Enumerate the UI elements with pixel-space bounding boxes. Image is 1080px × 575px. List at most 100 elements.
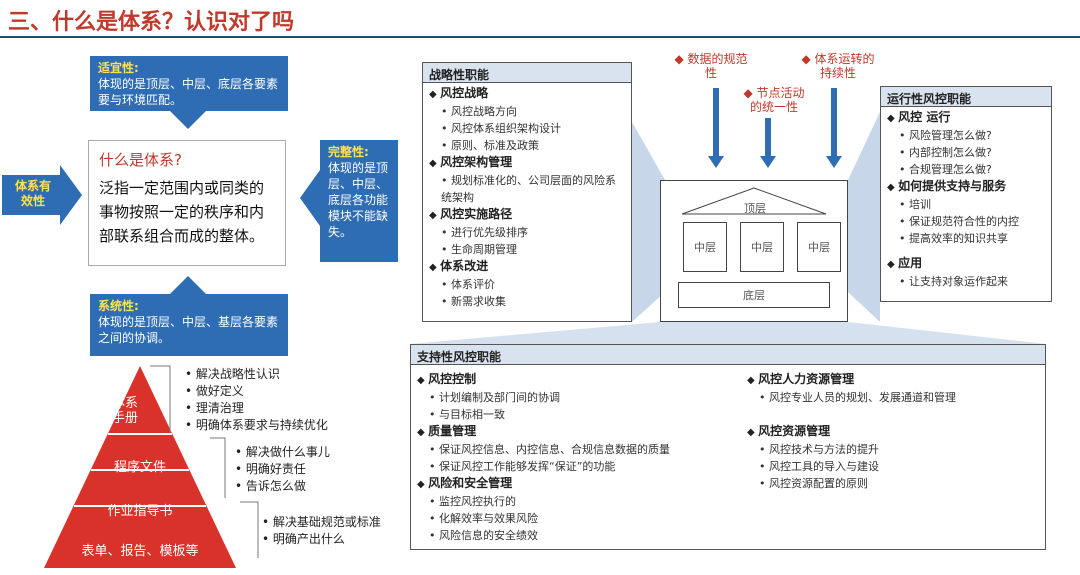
completeness-box: 完整性: 体现的是顶层、中层、底层各功能模块不能缺失。 xyxy=(320,140,398,262)
supporting-right-column: 风控人力资源管理 风控专业人员的规划、发展通道和管理 风控资源管理 风控技术与方… xyxy=(747,371,1037,492)
supporting-panel: 支持性风控职能 风控控制 计划编制及部门间的协调 与目标相一致 质量管理 保证风… xyxy=(410,344,1046,550)
pyramid-notes-2: 解决做什么事儿 明确好责任 告诉怎么做 xyxy=(235,444,385,495)
diamond-icon: ◆ xyxy=(801,52,815,66)
section-item: 规划标准化的、公司层面的风险系统架构 xyxy=(429,172,625,206)
top-label-1: ◆ 数据的规范性 xyxy=(674,52,748,80)
pyramid-diagram xyxy=(44,366,236,568)
section-title: 质量管理 xyxy=(417,423,747,441)
bracket-line xyxy=(210,437,226,498)
house-mid-3: 中层 xyxy=(797,222,841,272)
section-item: 生命周期管理 xyxy=(429,241,625,258)
note-item: 解决基础规范或标准 xyxy=(262,514,412,531)
note-item: 明确好责任 xyxy=(235,461,385,478)
pyramid-level-3: 作业指导书 xyxy=(107,504,173,519)
pyramid-notes-3: 解决基础规范或标准 明确产出什么 xyxy=(262,514,412,548)
section-item: 体系评价 xyxy=(429,276,625,293)
section-item: 提高效率的知识共享 xyxy=(887,230,1045,247)
arrow-up-icon xyxy=(170,276,206,294)
section-item: 合规管理怎么做? xyxy=(887,161,1045,178)
section-title: 风控战略 xyxy=(429,85,625,103)
arrow-down-icon xyxy=(760,156,776,168)
roof-shape xyxy=(681,187,827,215)
section-title: 体系改进 xyxy=(429,258,625,276)
pyramid-level-1: 体系手册 xyxy=(111,396,138,426)
section-item: 保证风控工作能够发挥“保证”的功能 xyxy=(417,458,747,475)
section-title: 风控架构管理 xyxy=(429,154,625,172)
systematic-box: 系统性: 体现的是顶层、中层、基层各要素之间的协调。 xyxy=(90,294,288,356)
suitability-box: 适宜性: 体现的是顶层、中层、底层各要素要与环境匹配。 xyxy=(90,56,288,111)
section-item: 培训 xyxy=(887,196,1045,213)
pyramid-shape xyxy=(44,366,236,568)
completeness-heading: 完整性: xyxy=(328,145,369,159)
definition-text: 泛指一定范围内或同类的事物按照一定的秩序和内部联系组合而成的整体。 xyxy=(99,179,265,245)
house-mid-2: 中层 xyxy=(740,222,784,272)
section-item: 风控资源配置的原则 xyxy=(747,475,1037,492)
section-item: 监控风控执行的 xyxy=(417,493,747,510)
diamond-icon: ◆ xyxy=(743,86,757,100)
strategic-header: 战略性职能 xyxy=(423,63,631,83)
note-item: 做好定义 xyxy=(185,383,355,400)
note-item: 解决战略性认识 xyxy=(185,366,355,383)
section-title: 风控实施路径 xyxy=(429,206,625,224)
diamond-icon: ◆ xyxy=(674,52,688,66)
section-item: 与目标相一致 xyxy=(417,406,747,423)
definition-question: 什么是体系? xyxy=(99,151,182,169)
arrow-shaft xyxy=(831,88,837,156)
section-item: 风控技术与方法的提升 xyxy=(747,441,1037,458)
section-item: 风控体系组织架构设计 xyxy=(429,120,625,137)
arrow-shaft xyxy=(765,118,771,158)
section-item: 保证风控信息、内控信息、合规信息数据的质量 xyxy=(417,441,747,458)
supporting-header: 支持性风控职能 xyxy=(411,345,1045,365)
section-title: 应用 xyxy=(887,255,1045,273)
completeness-body: 体现的是顶层、中层、底层各功能模块不能缺失。 xyxy=(328,161,389,239)
systematic-heading: 系统性: xyxy=(98,299,139,313)
pyramid-level-4: 表单、报告、模板等 xyxy=(81,544,199,559)
section-item: 保证规范符合性的内控 xyxy=(887,213,1045,230)
top-label-2: ◆ 节点活动的统一性 xyxy=(743,86,805,114)
section-item: 让支持对象运作起来 xyxy=(887,273,1045,290)
strategic-panel: 战略性职能 风控战略 风控战略方向 风控体系组织架构设计 原则、标准及政策 风控… xyxy=(422,62,632,322)
section-title: 风控控制 xyxy=(417,371,747,389)
pyramid-brackets xyxy=(150,365,259,558)
operational-header: 运行性风控职能 xyxy=(881,87,1051,107)
suitability-heading: 适宜性: xyxy=(98,61,139,75)
pyramid-level-2: 程序文件 xyxy=(113,460,166,475)
note-item: 明确体系要求与持续优化 xyxy=(185,417,355,434)
pyramid-notes-1: 解决战略性认识 做好定义 理清治理 明确体系要求与持续优化 xyxy=(185,366,355,434)
section-item: 风控专业人员的规划、发展通道和管理 xyxy=(747,389,1037,406)
effectiveness-arrow: 体系有效性 xyxy=(2,165,82,225)
section-title: 风险和安全管理 xyxy=(417,475,747,493)
section-item: 化解效率与效果风险 xyxy=(417,510,747,527)
bracket-line xyxy=(150,365,171,432)
arrow-shaft xyxy=(713,88,719,156)
bracket-line xyxy=(240,501,259,558)
arrow-down-icon xyxy=(170,111,206,129)
definition-box: 什么是体系? 泛指一定范围内或同类的事物按照一定的秩序和内部联系组合而成的整体。 xyxy=(88,140,286,266)
section-title: 如何提供支持与服务 xyxy=(887,178,1045,196)
section-item: 风险管理怎么做? xyxy=(887,127,1045,144)
page-title: 三、什么是体系？认识对了吗 xyxy=(8,10,295,35)
section-title: 风控 运行 xyxy=(887,109,1045,127)
house-roof xyxy=(681,187,827,215)
wedge-left xyxy=(632,122,665,322)
wedge-right xyxy=(848,112,880,322)
supporting-left-column: 风控控制 计划编制及部门间的协调 与目标相一致 质量管理 保证风控信息、内控信息… xyxy=(417,371,747,544)
section-title: 风控资源管理 xyxy=(747,423,1037,441)
section-item: 风险信息的安全绩效 xyxy=(417,527,747,544)
section-item: 新需求收集 xyxy=(429,293,625,310)
section-item: 计划编制及部门间的协调 xyxy=(417,389,747,406)
section-item: 风控工具的导入与建设 xyxy=(747,458,1037,475)
house-mid-1: 中层 xyxy=(683,222,727,272)
section-item: 风控战略方向 xyxy=(429,103,625,120)
section-item: 内部控制怎么做? xyxy=(887,144,1045,161)
top-label-3: ◆ 体系运转的持续性 xyxy=(801,52,875,80)
suitability-body: 体现的是顶层、中层、底层各要素要与环境匹配。 xyxy=(98,77,279,107)
section-item: 原则、标准及政策 xyxy=(429,137,625,154)
note-item: 明确产出什么 xyxy=(262,531,412,548)
section-item: 进行优先级排序 xyxy=(429,224,625,241)
arrow-down-icon xyxy=(708,156,724,168)
house-bottom: 底层 xyxy=(678,282,830,308)
house-top-label: 顶层 xyxy=(744,202,766,215)
arrow-down-icon xyxy=(826,156,842,168)
